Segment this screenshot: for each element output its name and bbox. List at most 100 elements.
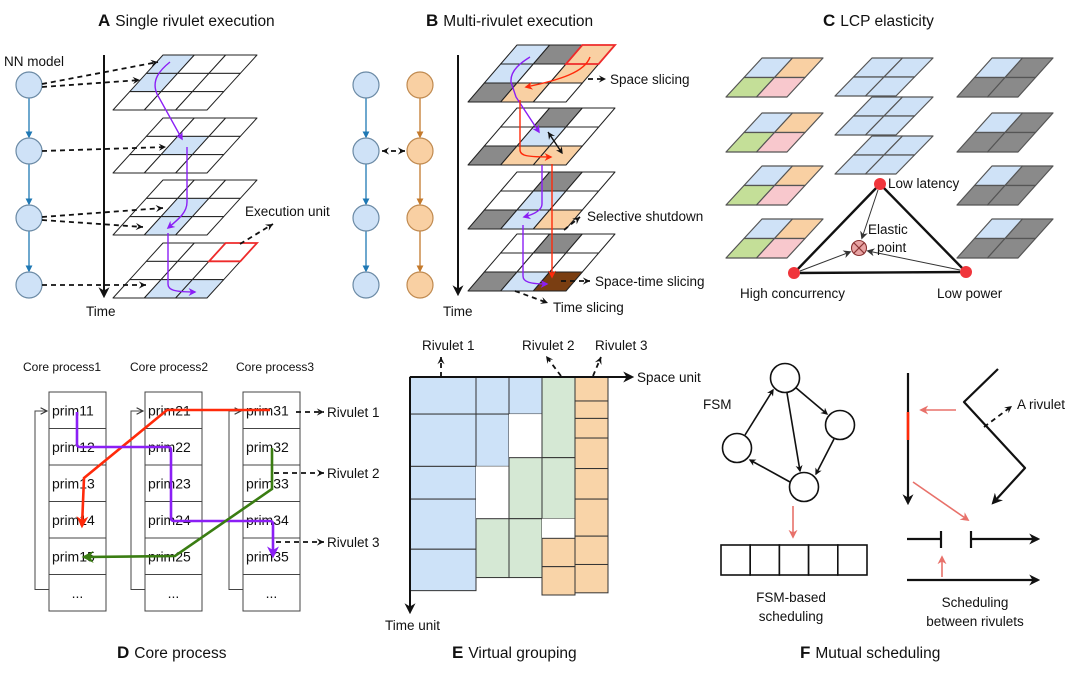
time-label-b: Time: [443, 304, 473, 319]
merge-arrow: [912, 481, 970, 522]
execution-unit-label: Execution unit: [245, 204, 330, 219]
core-grids-c: [725, 57, 1054, 259]
queue-slot: [720, 544, 752, 576]
panel-b-letter: B: [426, 11, 438, 30]
mapping-arrow: [41, 59, 159, 85]
panel-f-title: F Mutual scheduling: [800, 643, 940, 662]
core-process-column: Core process2prim21prim22prim23prim24pri…: [130, 360, 208, 612]
panel-a-letter: A: [98, 11, 110, 30]
primitive-label: ...: [168, 585, 180, 601]
e-rivulet-1-label: Rivulet 1: [422, 338, 475, 353]
exchange-arrow: [547, 131, 563, 155]
time-slicing-pointer: [514, 290, 549, 304]
between-rivulets-diagram: A rivulet: [902, 368, 1065, 586]
fsm-edge: [794, 386, 829, 415]
rivulet-2-path: [81, 448, 274, 563]
time-slot-orange: [574, 498, 609, 537]
time-slot-green: [541, 376, 576, 459]
space-unit-column: [508, 376, 543, 579]
low-latency-label: Low latency: [888, 176, 960, 191]
blue-node: [352, 71, 380, 99]
time-layer-a: [112, 242, 260, 299]
lcp-triangle: [788, 178, 972, 279]
low-power-config: [956, 218, 1054, 259]
rivulet-paths-d: [75, 408, 279, 563]
grid-cell-pink: [755, 184, 806, 206]
time-slot-orange: [574, 468, 609, 500]
panel-b-title: B Multi-rivulet execution: [426, 11, 593, 30]
execution-unit-pointer: [239, 223, 274, 245]
elastic-force-arrow: [866, 248, 961, 271]
fsm-edge: [744, 388, 774, 436]
time-layer-a: [112, 117, 258, 174]
low-power-config: [956, 57, 1054, 98]
blue-node: [352, 271, 380, 299]
time-layer-a: [112, 54, 258, 111]
selective-shutdown-pointer: [563, 216, 581, 231]
panel-f-title-text: Mutual scheduling: [815, 645, 940, 662]
primitive-label: prim24: [148, 512, 191, 528]
fsm-edge: [786, 392, 803, 473]
time-slot-orange: [574, 437, 609, 470]
primitive-label: prim23: [148, 475, 191, 491]
high-concurrency-config: [725, 57, 824, 98]
a-rivulet-label: A rivulet: [1017, 397, 1065, 412]
grid-cell-gray: [986, 131, 1037, 153]
space-unit-column: [574, 376, 609, 594]
rivulet-segment: [167, 233, 197, 296]
mapping-arrows-a: [41, 59, 167, 289]
low-power-label: Low power: [937, 286, 1003, 301]
time-slot-orange: [574, 417, 609, 439]
grid-cell-pink: [755, 76, 806, 98]
grid-stack-a: [112, 54, 260, 299]
panel-a-title-text: Single rivulet execution: [115, 13, 274, 30]
nn-node: [15, 271, 43, 299]
time-layer-b: [467, 44, 617, 103]
high-concurrency-config: [725, 112, 824, 153]
primitive-label: ...: [72, 585, 84, 601]
time-slot-orange: [574, 400, 609, 419]
time-slot-green: [475, 518, 510, 579]
rivulet-1-path: [76, 408, 270, 529]
e-rivulet-3-pointer: [592, 356, 602, 377]
fsm-caption-1: FSM-based: [756, 590, 826, 605]
orange-node: [406, 137, 434, 165]
grid-cell-pink: [755, 237, 806, 259]
rivulet-chain-orange: [406, 71, 434, 299]
panel-b-title-text: Multi-rivulet execution: [443, 13, 593, 30]
primitive-label: prim13: [52, 475, 95, 491]
primitive-label: prim32: [246, 439, 289, 455]
time-slot-blue: [475, 413, 510, 467]
panel-e-letter: E: [452, 643, 463, 662]
grid-cell-gray: [986, 76, 1037, 98]
fsm-state: [769, 362, 801, 394]
queue-slot: [807, 544, 839, 576]
between-caption-1: Scheduling: [942, 595, 1009, 610]
time-slot-green: [508, 457, 543, 520]
primitive-label: prim12: [52, 439, 95, 455]
triangle-edge: [793, 270, 967, 275]
rivulet-paths-b: [510, 56, 591, 288]
elastic-point-icon: [850, 239, 868, 257]
rivulet-path-a: [154, 61, 197, 296]
execution-unit-outline: [206, 242, 260, 263]
grid-cell-white: [175, 216, 225, 236]
low-power-vertex: [960, 266, 972, 278]
blue-node: [352, 204, 380, 232]
panel-f-letter: F: [800, 643, 810, 662]
time-slot-orange: [541, 537, 576, 568]
virtual-group-grid: [409, 376, 609, 596]
primitive-label: ...: [266, 585, 278, 601]
time-slot-blue: [409, 376, 477, 415]
fsm-state: [824, 409, 856, 441]
time-slot-orange: [574, 535, 609, 565]
time-label-a: Time: [86, 304, 116, 319]
nn-node: [15, 137, 43, 165]
primitive-cell: [144, 574, 203, 612]
elastic-point-label-1: Elastic: [868, 222, 908, 237]
core-process-columns: Core process1prim11prim12prim13prim14pri…: [23, 360, 314, 612]
rivulet-polyline: [962, 368, 1027, 505]
